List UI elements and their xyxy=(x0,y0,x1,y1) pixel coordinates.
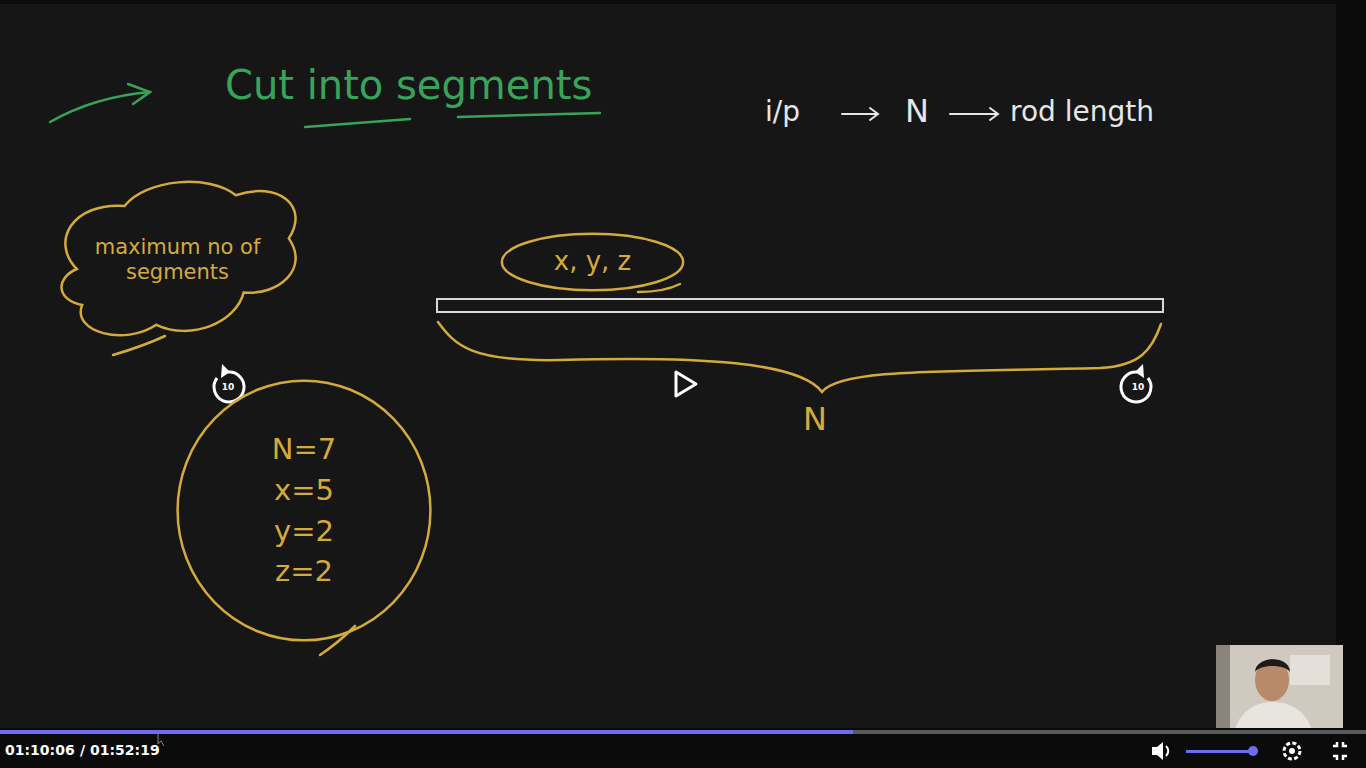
volume-knob xyxy=(1248,746,1258,756)
volume-icon xyxy=(1152,742,1163,760)
handwritten-label: i/p xyxy=(765,95,800,129)
node-text: z=2 xyxy=(272,554,336,589)
green-arrow xyxy=(50,92,150,122)
underline xyxy=(458,113,600,117)
outline xyxy=(175,378,433,643)
time-readout: / 01:52:19 xyxy=(80,742,160,759)
handwritten-label: N xyxy=(803,400,827,438)
underline xyxy=(305,119,410,127)
cloud-callout: maximum no of segments xyxy=(45,170,310,350)
settings-icon xyxy=(1289,748,1295,754)
outline-shape xyxy=(62,182,296,335)
volume-slider xyxy=(1186,750,1253,753)
oval-callout: x, y, z xyxy=(500,232,685,292)
time-readout: 01:10:06 xyxy=(5,742,75,759)
skip-seconds: 10 xyxy=(1132,382,1145,393)
side-margin xyxy=(1336,0,1366,728)
top-margin xyxy=(0,0,1366,4)
arrow xyxy=(842,108,878,120)
presenter xyxy=(1255,659,1290,672)
settings-icon xyxy=(1284,743,1300,759)
arrow-head xyxy=(128,84,150,104)
handwritten-label: rod length xyxy=(1010,95,1154,129)
title: Cut into segments xyxy=(225,62,592,108)
presenter xyxy=(1255,659,1289,701)
example-circle: N=7 x=5 y=2 z=2 xyxy=(175,378,433,643)
outline-shape xyxy=(502,234,683,290)
arrow xyxy=(950,108,998,120)
webcam-frame xyxy=(1290,655,1330,685)
progress-track xyxy=(0,730,1366,734)
webcam-frame xyxy=(1216,645,1230,741)
forward-icon xyxy=(1135,364,1144,378)
webcam-frame xyxy=(1216,645,1343,741)
brace xyxy=(438,322,1161,392)
progress-fill xyxy=(0,730,853,734)
node-text: x=5 xyxy=(272,473,336,508)
forward-icon xyxy=(1121,372,1151,402)
skip-seconds: 10 xyxy=(222,382,235,393)
node-text: x, y, z xyxy=(554,246,631,277)
play-icon xyxy=(676,372,696,396)
volume-icon xyxy=(1166,746,1168,756)
rod xyxy=(437,299,1163,312)
node-text: y=2 xyxy=(272,514,336,549)
node-text: maximum no of segments xyxy=(85,235,270,285)
fullscreen-icon xyxy=(1333,742,1347,760)
node-text: N=7 xyxy=(272,432,336,467)
tail-stroke xyxy=(113,336,165,355)
handwritten-label: N xyxy=(905,92,929,130)
rewind-icon xyxy=(221,364,230,378)
control-bar xyxy=(0,728,1366,768)
outline-shape xyxy=(178,381,431,641)
